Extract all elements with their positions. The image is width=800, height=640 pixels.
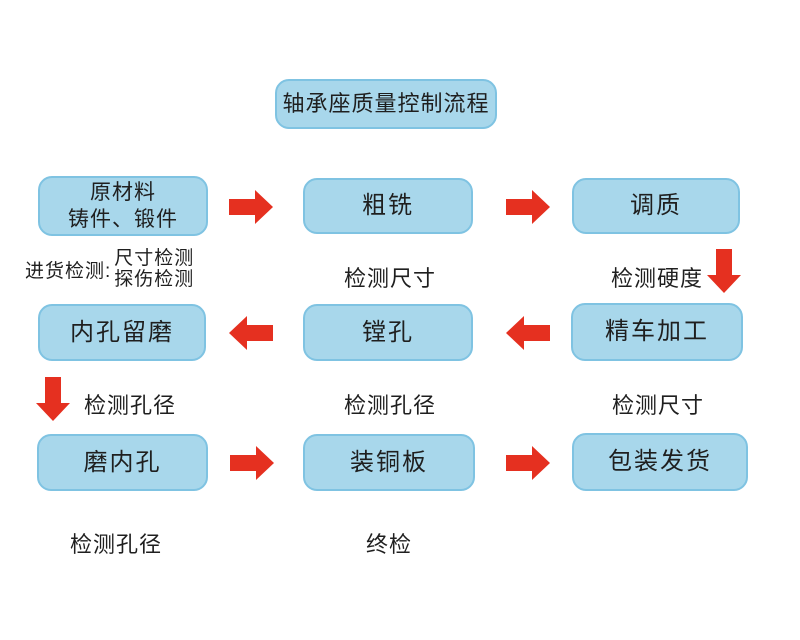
arrow-head <box>255 190 273 224</box>
node-rough-milling-label: 粗铣 <box>362 192 414 220</box>
incoming-inspection-item-size: 尺寸检测 <box>114 248 195 269</box>
arrow-down-icon-1 <box>707 249 741 293</box>
arrow-head <box>707 275 741 293</box>
node-pack-ship-label: 包装发货 <box>608 448 712 476</box>
incoming-inspection-item-flaw: 探伤检测 <box>114 269 195 290</box>
arrow-head <box>506 316 524 350</box>
node-bore-grinding-allowance-label: 内孔留磨 <box>70 318 174 346</box>
node-raw-material-line1: 原材料 <box>90 181 156 204</box>
caption-incoming-inspection: 进货检测: 尺寸检测 探伤检测 <box>25 248 194 290</box>
node-raw-material: 原材料 铸件、锻件 <box>38 176 208 236</box>
arrow-tail <box>506 199 533 215</box>
arrow-right-icon-4 <box>506 446 550 480</box>
caption-check-size-fine-turning: 检测尺寸 <box>612 393 705 418</box>
arrow-tail <box>45 377 61 404</box>
node-bore-grinding-allowance: 内孔留磨 <box>38 304 206 361</box>
arrow-tail <box>246 325 273 341</box>
arrow-head <box>532 190 550 224</box>
node-boring-label: 镗孔 <box>362 318 414 346</box>
arrow-left-icon-2 <box>506 316 550 350</box>
arrow-head <box>229 316 247 350</box>
node-quench-temper: 调质 <box>572 178 740 234</box>
flowchart-title-box: 轴承座质量控制流程 <box>275 79 497 129</box>
incoming-inspection-items: 尺寸检测 探伤检测 <box>114 248 194 290</box>
caption-check-bore-boring: 检测孔径 <box>344 393 437 418</box>
arrow-right-icon-1 <box>229 190 273 224</box>
flowchart-title: 轴承座质量控制流程 <box>282 91 490 117</box>
node-grind-inner-hole: 磨内孔 <box>37 434 208 491</box>
node-boring: 镗孔 <box>303 304 473 361</box>
node-quench-temper-label: 调质 <box>630 192 682 220</box>
node-rough-milling: 粗铣 <box>303 178 473 234</box>
node-fine-turning: 精车加工 <box>571 303 743 361</box>
arrow-tail <box>229 199 256 215</box>
arrow-tail <box>716 249 732 276</box>
caption-check-size-rough-milling: 检测尺寸 <box>344 266 437 291</box>
caption-check-hardness: 检测硬度 <box>611 266 704 291</box>
arrow-tail <box>230 455 257 471</box>
arrow-right-icon-3 <box>230 446 274 480</box>
node-fit-copper-plate-label: 装铜板 <box>350 448 428 476</box>
arrow-head <box>532 446 550 480</box>
caption-check-bore-grinding: 检测孔径 <box>70 532 163 557</box>
node-raw-material-line2: 铸件、锻件 <box>68 208 178 231</box>
arrow-down-icon-2 <box>36 377 70 421</box>
arrow-tail <box>506 455 533 471</box>
arrow-left-icon-1 <box>229 316 273 350</box>
node-fine-turning-label: 精车加工 <box>605 318 709 346</box>
arrow-head <box>36 403 70 421</box>
arrow-head <box>256 446 274 480</box>
incoming-inspection-label: 进货检测: <box>25 260 112 282</box>
caption-final-inspection: 终检 <box>366 532 413 557</box>
node-pack-ship: 包装发货 <box>572 433 748 491</box>
node-fit-copper-plate: 装铜板 <box>303 434 475 491</box>
arrow-right-icon-2 <box>506 190 550 224</box>
arrow-tail <box>523 325 550 341</box>
caption-check-bore-allowance: 检测孔径 <box>84 393 177 418</box>
node-grind-inner-hole-label: 磨内孔 <box>83 448 162 476</box>
